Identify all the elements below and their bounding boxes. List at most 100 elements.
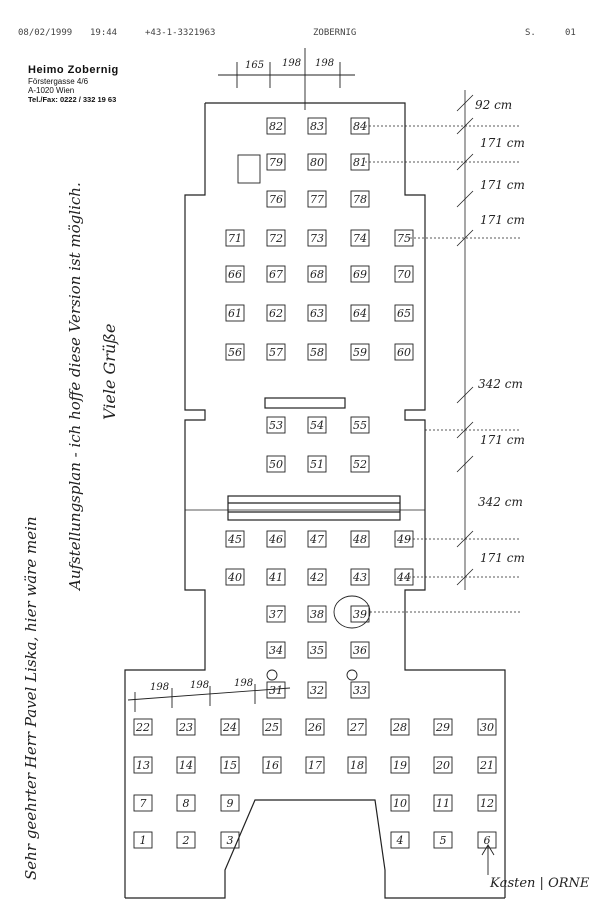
seat-box xyxy=(266,190,286,208)
seat-number: 22 xyxy=(135,721,150,734)
seat-number: 4 xyxy=(396,834,404,847)
seat-number: 30 xyxy=(480,721,494,734)
seat-box xyxy=(433,794,453,812)
seat-number: 14 xyxy=(179,759,193,772)
seat-number: 42 xyxy=(309,571,324,584)
seat-box xyxy=(266,568,286,586)
letterhead-name: Heimo Zobernig xyxy=(28,64,119,76)
seat-number: 32 xyxy=(310,684,324,697)
seat-box xyxy=(394,304,414,322)
seat-box xyxy=(350,605,370,623)
seat-number: 57 xyxy=(269,346,283,359)
seat-number: 1 xyxy=(140,834,147,847)
seat-box xyxy=(350,641,370,659)
seat-number: 39 xyxy=(353,608,367,621)
seat-box xyxy=(176,794,196,812)
seat-box xyxy=(307,343,327,361)
seat-box xyxy=(350,229,370,247)
seat-number: 84 xyxy=(353,120,367,133)
seat-box xyxy=(350,265,370,283)
seat-box xyxy=(266,530,286,548)
seat-number: 36 xyxy=(353,644,367,657)
seat-number: 12 xyxy=(480,797,494,810)
seat-box xyxy=(262,718,282,736)
seat-number: 50 xyxy=(269,458,283,471)
seat-box xyxy=(176,831,196,849)
right-dimension-lines xyxy=(365,90,520,613)
seat-number: 5 xyxy=(440,834,447,847)
seat-box xyxy=(220,794,240,812)
seat-number: 45 xyxy=(227,533,242,546)
seat-box xyxy=(305,756,325,774)
seat-box xyxy=(305,718,325,736)
seat-number: 83 xyxy=(310,120,324,133)
seat-number: 17 xyxy=(308,759,322,772)
fax-phone: +43-1-3321963 xyxy=(145,28,216,38)
seat-number: 21 xyxy=(479,759,494,772)
seat-number: 48 xyxy=(352,533,367,546)
seat-number: 77 xyxy=(310,193,324,206)
seat-number: 66 xyxy=(228,268,242,281)
fax-header: 08/02/1999 19:44 +43-1-3321963 ZOBERNIG … xyxy=(0,28,600,44)
fax-page-number: 01 xyxy=(565,28,576,38)
top-dimension-line xyxy=(218,48,355,110)
seat-number: 61 xyxy=(228,307,242,320)
seat-number: 24 xyxy=(222,721,237,734)
seat-box xyxy=(266,117,286,135)
seat-box xyxy=(394,568,414,586)
seat-number: 35 xyxy=(310,644,324,657)
letterhead-street: Förstergasse 4/6 xyxy=(28,77,89,86)
seat-number: 71 xyxy=(228,232,242,245)
seat-number: 62 xyxy=(269,307,283,320)
seat-number: 70 xyxy=(397,268,411,281)
top-dimension-2: 198 xyxy=(282,58,301,69)
bottom-note: Kasten | ORNE xyxy=(490,876,590,891)
seat-number: 19 xyxy=(393,759,407,772)
seat-number: 9 xyxy=(227,797,234,810)
seat-number: 38 xyxy=(310,608,324,621)
fax-page-label: S. xyxy=(525,28,536,38)
seat-number: 72 xyxy=(269,232,283,245)
seat-number: 80 xyxy=(310,156,324,169)
seat-box xyxy=(350,153,370,171)
seat-box xyxy=(133,756,153,774)
seat-box xyxy=(477,718,497,736)
seat-box xyxy=(307,304,327,322)
seat-number: 37 xyxy=(269,608,283,621)
top-dimension-1: 165 xyxy=(245,60,264,71)
bottom-dimension-3: 198 xyxy=(234,678,253,689)
seat-number: 7 xyxy=(140,797,147,810)
seat-box xyxy=(350,681,370,699)
seat-number: 63 xyxy=(310,307,324,320)
seat-box xyxy=(266,641,286,659)
letterhead-city: A-1020 Wien xyxy=(28,86,75,95)
side-dimension-1: 92 cm xyxy=(475,98,513,112)
seat-box xyxy=(307,681,327,699)
seat-number: 73 xyxy=(310,232,324,245)
seat-number: 67 xyxy=(269,268,283,281)
seat-box xyxy=(225,530,245,548)
seat-box xyxy=(477,756,497,774)
seat-number: 34 xyxy=(269,644,283,657)
seat-number: 27 xyxy=(349,721,364,734)
seat-number: 15 xyxy=(223,759,237,772)
seat-number: 75 xyxy=(397,232,411,245)
seat-box xyxy=(133,794,153,812)
seat-box xyxy=(225,568,245,586)
letterhead: Heimo Zobernig Förstergasse 4/6 A-1020 W… xyxy=(28,64,178,105)
seat-box xyxy=(225,304,245,322)
seat-box xyxy=(477,794,497,812)
seat-number: 8 xyxy=(183,797,190,810)
seat-number: 52 xyxy=(353,458,367,471)
seat-box xyxy=(307,416,327,434)
seat-box xyxy=(176,756,196,774)
seat-box xyxy=(307,455,327,473)
seat-box xyxy=(266,605,286,623)
seat-box xyxy=(307,568,327,586)
side-dimension-8: 171 cm xyxy=(480,551,525,565)
seat-box xyxy=(220,831,240,849)
seat-number: 54 xyxy=(310,419,324,432)
seat-box xyxy=(394,265,414,283)
side-dimension-6: 171 cm xyxy=(480,433,525,447)
